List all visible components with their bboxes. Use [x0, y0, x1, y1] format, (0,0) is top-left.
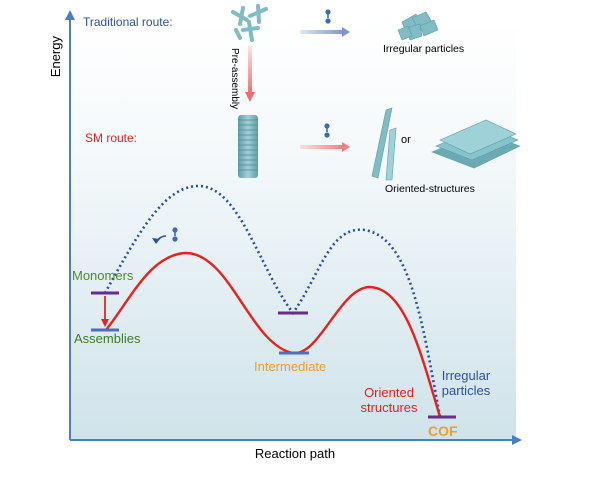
assemblies-label: Assemblies — [74, 331, 141, 346]
traditional-route-label: Traditional route: — [83, 15, 173, 29]
irregular-particles-label-line1: Irregular — [442, 368, 491, 383]
traditional-arrow — [300, 27, 350, 37]
catalyst-icon — [152, 227, 178, 244]
catalyst-icon — [325, 9, 331, 24]
y-axis-arrowhead — [65, 10, 75, 20]
y-axis-label: Energy — [48, 36, 63, 78]
monomers-label: Monomers — [72, 268, 134, 283]
oriented-structures-label: Oriented-structures — [385, 183, 475, 195]
x-axis-label: Reaction path — [255, 446, 335, 461]
pre-assembly-arrow — [245, 46, 255, 102]
oriented-rods-icon — [371, 107, 397, 181]
sm-route-label: SM route: — [85, 131, 137, 145]
oriented-structures-label-line1: Oriented — [364, 385, 414, 400]
pre-assembly-label: Pre-assembly — [229, 48, 240, 109]
monomer-crystals-icon — [231, 4, 268, 42]
stacked-assembly-icon — [238, 115, 258, 178]
irregular-particles-label-line2: particles — [442, 383, 491, 398]
sm-arrow — [300, 142, 350, 152]
oriented-structures-label-line2: structures — [360, 400, 418, 415]
x-axis-arrowhead — [512, 435, 522, 445]
plot-background — [70, 20, 516, 440]
irregular-particles-icon — [397, 11, 439, 41]
oriented-sheets-icon — [431, 119, 521, 169]
irregular-particles-label: Irregular particles — [383, 43, 464, 55]
or-label: or — [401, 134, 411, 146]
cof-label: COF — [428, 423, 458, 439]
intermediate-label: Intermediate — [254, 359, 326, 374]
assembly-drop-arrow — [101, 296, 109, 327]
catalyst-icon — [324, 123, 330, 138]
axes — [65, 10, 522, 445]
